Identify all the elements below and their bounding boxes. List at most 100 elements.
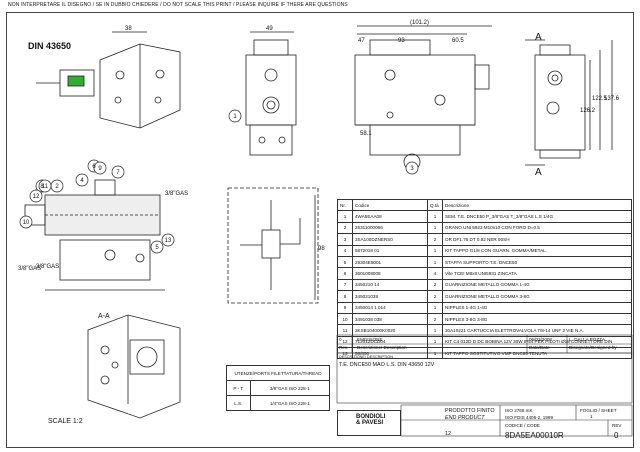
part-desc: GUARNIZIONE METALLO GOMMA 1-4G (442, 278, 632, 292)
balloon-3: 3 (410, 166, 414, 172)
part-qty: 4 (427, 267, 443, 280)
part-number: 10 (337, 312, 353, 326)
company-logo: BONDIOLI & PAVESI (337, 410, 401, 436)
tolerance: ISO 2768 mK (505, 408, 533, 413)
dim-1225: 122.5 (592, 96, 608, 102)
part-code: 345021038 (352, 290, 428, 303)
section-mark-a-top: A (535, 32, 542, 43)
dim-581: 58.1 (360, 131, 372, 137)
part-number: 7 (337, 278, 353, 292)
part-qty: 2 (427, 290, 443, 303)
part-desc: STAFFA SUPPORTO T.E. DNCE50 (442, 255, 632, 269)
part-desc: KIT TAPPO G1/8 CON GUARN. GOMMA/METAL. (442, 244, 632, 257)
part-qty: 1 (427, 210, 443, 223)
part-code: 3601008008 (352, 267, 428, 280)
balloon-1: 1 (233, 114, 237, 120)
header-note: NON INTERPRETARE IL DISEGNO / SE IN DUBB… (8, 2, 348, 8)
dim-101: (101.2) (410, 20, 429, 26)
balloon-5: 5 (155, 245, 159, 251)
part-code: 3450014 1 014 (352, 301, 428, 314)
gas-label-3: 3/8"GAS (36, 264, 59, 270)
balloon-8: 8 (40, 184, 44, 190)
dim-1376: 137.6 (604, 96, 620, 102)
balloon-6: 6 (92, 164, 96, 170)
iso-view-bottom (87, 314, 181, 419)
part-number: 2 (337, 221, 353, 235)
part-qty: 1 (427, 301, 443, 314)
rev-date-label: Data/Date (529, 345, 550, 350)
part-desc: NIPPLES 3-8G 3-8G (442, 312, 632, 326)
scale-label: SCALE 1:2 (48, 418, 83, 425)
gas-label-2: 3/8"GAS (18, 266, 41, 272)
part-qty: 1 (427, 335, 443, 349)
dim-98: 98 (318, 246, 325, 252)
dim-605: 60.5 (452, 38, 464, 44)
part-code: 4WA5EAA08 (352, 210, 428, 223)
port-pt: P - T (226, 380, 251, 396)
din-label: DIN 43650 (28, 41, 72, 51)
part-code: 3450210 14 (352, 278, 428, 292)
part-number: 3 (337, 233, 353, 246)
thread-pt: 3/8"GAS ISO 228-1 (249, 380, 331, 396)
part-qty: 2 (427, 278, 443, 292)
part-code: 25311000066 (352, 221, 428, 235)
section-mark-a-bottom: A (535, 167, 542, 178)
ports-table: UTENZE/PORTS FILETTATURA/THREAD P - T 3/… (226, 365, 331, 411)
ports-header: UTENZE/PORTS FILETTATURA/THREAD (226, 365, 330, 381)
iso-view-top (36, 43, 181, 129)
balloon-4: 4 (80, 178, 84, 184)
dim-1262: 126.2 (580, 108, 596, 114)
part-code: 3KSB104000K0020 (352, 324, 428, 337)
col-nr: Nr. (337, 198, 353, 212)
part-qty: 1 (427, 221, 443, 235)
dim-93: 93 (398, 38, 405, 44)
part-qty: 1 (427, 347, 443, 360)
dim-38: 38 (125, 26, 132, 32)
rev-date: 06/03/2008 (529, 337, 552, 342)
part-qty: 1 (427, 324, 443, 337)
part-number: 8 (337, 290, 353, 303)
part-qty: 2 (427, 312, 443, 326)
part-desc: GRANO UNI 5923 M10x10 CON FORO D=0.5 (442, 221, 632, 235)
balloon-7: 7 (116, 170, 120, 176)
dim-47: 47 (358, 38, 365, 44)
sheet-value: 1 (590, 414, 593, 419)
col-code: Codice (352, 198, 428, 212)
gas-label-1: 3/8"GAS (165, 191, 188, 197)
port-ls: L.S. (226, 395, 251, 411)
iso-standard: ISO FDIS 4406-2, 1999 (505, 415, 554, 420)
logo-line-1: BONDIOLI (356, 414, 386, 420)
part-code: 3SA100DZNERS0 (352, 233, 428, 246)
part-number: 9 (337, 301, 353, 314)
col-desc: Descrizione (442, 198, 632, 212)
section-label: A-A (98, 313, 110, 320)
code-label: CODICE / CODE (505, 423, 540, 428)
schematic-symbol (240, 200, 301, 290)
right-view (525, 39, 586, 166)
balloon-2: 2 (55, 184, 59, 190)
col-qty: Q.tà (427, 198, 443, 212)
rev-desc-label: Descrizione/ Description (357, 345, 407, 350)
part-desc: GUARNIZIONE METALLO GOMMA 3-8G (442, 290, 632, 303)
desc-caption: DESCRIZIONE/ DESCRIPTION (339, 355, 394, 359)
part-number: 11 (337, 324, 353, 337)
part-qty: 1 (427, 244, 443, 257)
part-number: 5 (337, 255, 353, 269)
sheet-label: FOGLIO / SHEET (580, 408, 617, 413)
parts-header: Nr. Codice Q.tà Descrizione (337, 198, 632, 212)
part-desc: SEM. T.E. DNCE50 P_3/8"GAS T_3/8"GAS L.S… (442, 210, 632, 223)
format-value: 12 (445, 431, 451, 437)
drawing-code: 8DA5EA00010R (505, 431, 564, 440)
balloon-10: 10 (23, 220, 30, 226)
rev-designer: L. DALLA POZZA (569, 337, 605, 342)
rev-value-tb: 0 (614, 431, 619, 440)
